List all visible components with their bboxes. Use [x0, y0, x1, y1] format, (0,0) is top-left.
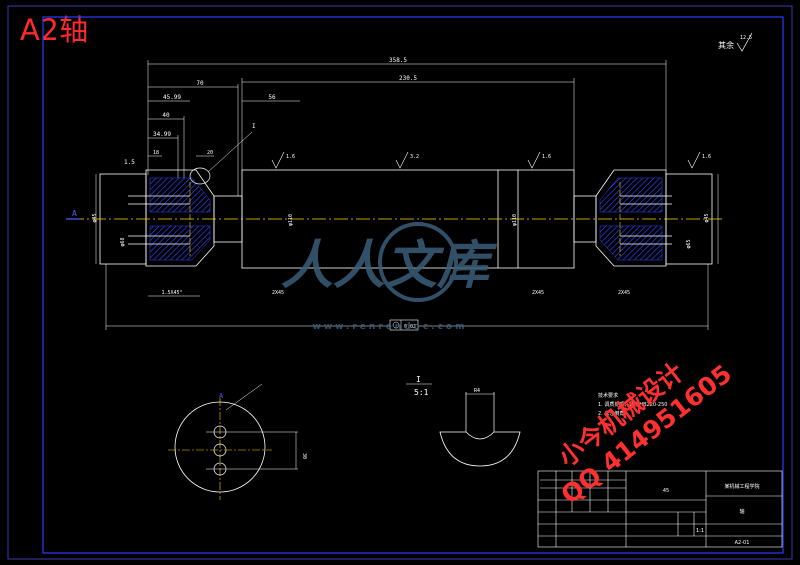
- detail-scale: 5:1: [414, 388, 429, 397]
- dim-40: 40: [162, 112, 170, 119]
- dim-70: 70: [196, 80, 204, 87]
- title-block-scale: 1:1: [696, 528, 704, 534]
- dim-phi-end-left: φ68: [120, 237, 126, 246]
- surface-finish-label: 其余: [718, 40, 734, 50]
- dim-chamfer-3: 2X45: [618, 290, 630, 296]
- note-1: 1. 调质处理，硬度HB220-250: [598, 401, 667, 408]
- renrendoc-watermark: 人人文库 www.renrendoc.com: [281, 222, 498, 332]
- dim-20: 20: [207, 150, 213, 156]
- detail-title: I: [416, 375, 421, 384]
- dim-phi-small-left: φ45: [92, 213, 98, 222]
- watermark-site-cn: 人人文库: [281, 235, 498, 296]
- section-a-marker: A: [72, 209, 77, 218]
- dim-45: 45.99: [163, 94, 181, 101]
- hatching: [149, 177, 663, 261]
- detail-leader: [207, 131, 253, 173]
- runout-tolerance: 0.02: [389, 319, 419, 331]
- detail-dim: R4: [474, 388, 480, 394]
- dim-phi-body-2: φ110: [512, 214, 518, 226]
- dim-18: 18: [153, 150, 159, 156]
- left-mark: 1.5: [124, 159, 135, 166]
- section-view: [168, 383, 298, 500]
- dim-main-span: 230.5: [399, 75, 417, 82]
- dim-phi-body: φ110: [288, 214, 294, 226]
- runout-value: 0.02: [404, 324, 416, 330]
- title-block-part-name: 轴: [739, 508, 744, 515]
- title-block-drawing-no: A2-01: [735, 540, 750, 546]
- right-hub: [595, 169, 667, 267]
- detail-circle: [189, 167, 211, 185]
- dim-phi-small-right: φ45: [704, 213, 710, 222]
- inner-frame: [42, 16, 784, 554]
- section-a-label: A: [219, 392, 224, 400]
- note-2: 2. 未注倒角: [598, 410, 624, 417]
- note-0: 技术要求: [598, 392, 618, 399]
- drawing-title: A2轴: [20, 13, 89, 47]
- watermark-site-url: www.renrendoc.com: [313, 322, 468, 332]
- detail-ref-label: I: [252, 123, 256, 130]
- title-block: [537, 470, 783, 548]
- designer-watermark: 小今机械设计 QQ 414951605: [553, 357, 737, 509]
- dim-chamfer-1: 2X45: [272, 290, 284, 296]
- dim-overall-length: 358.5: [389, 57, 407, 64]
- detail-view: I 5:1 R4: [406, 375, 521, 467]
- title-block-material: 45: [663, 488, 669, 494]
- roughness-1: 1.6: [286, 154, 295, 160]
- outer-frame: [7, 5, 793, 560]
- watermark-logo-icon: [378, 222, 458, 302]
- bolt-holes: [128, 195, 672, 245]
- section-dim: 30: [301, 453, 307, 459]
- dim-phi-end-right: φ65: [686, 239, 692, 248]
- dim-chamfer-left-bottom: 1.5X45°: [161, 290, 182, 296]
- dim-56: 56: [268, 94, 276, 101]
- roughness-symbols: [271, 151, 701, 169]
- runout-icon: [392, 321, 400, 329]
- dim-chamfer-2: 2X45: [532, 290, 544, 296]
- roughness-icon: [736, 32, 753, 52]
- roughness-4: 1.6: [702, 154, 711, 160]
- surface-finish-note: 其余 12.5: [718, 32, 753, 52]
- dim-34: 34.99: [153, 131, 171, 138]
- roughness-3: 1.6: [542, 154, 551, 160]
- title-block-company: 某机械工程学院: [724, 483, 759, 490]
- left-hub: [145, 169, 215, 267]
- technical-notes: 技术要求 1. 调质处理，硬度HB220-250 2. 未注倒角: [598, 392, 667, 417]
- roughness-2: 3.2: [410, 154, 419, 160]
- surface-finish-value: 12.5: [740, 35, 752, 41]
